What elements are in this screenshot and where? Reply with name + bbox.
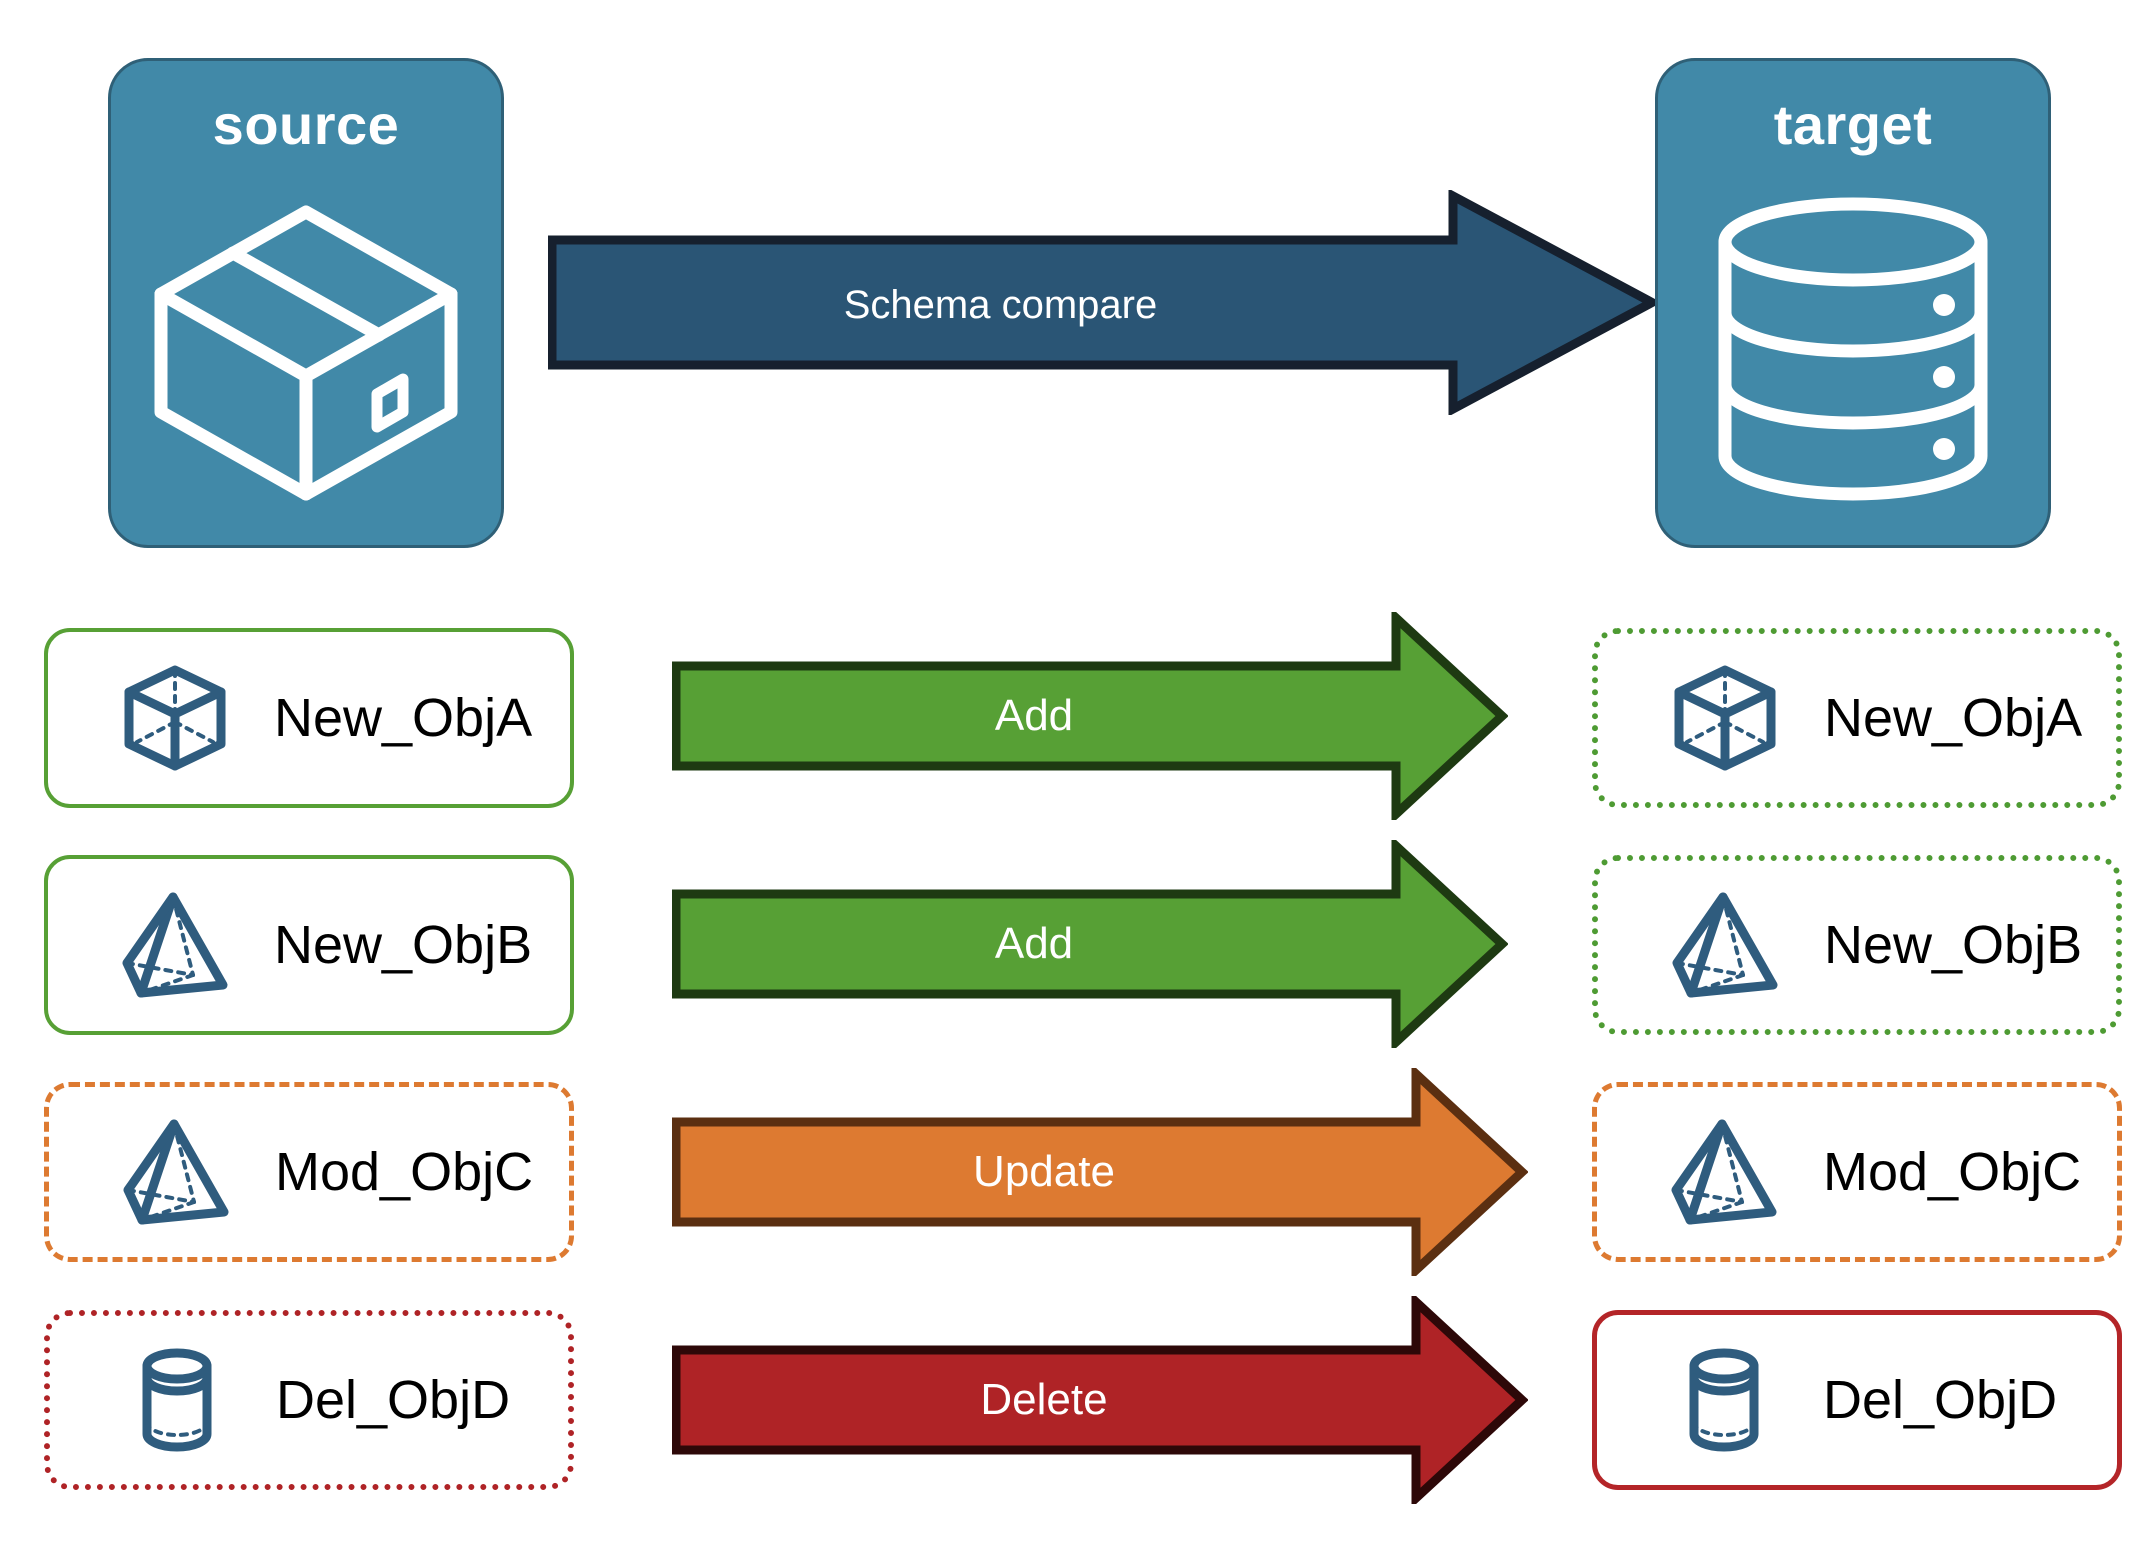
target-object-card[interactable]: New_ObjB [1592, 855, 2122, 1035]
schema-compare-arrow[interactable]: Schema compare [547, 188, 1662, 417]
add-arrow[interactable]: Add [671, 607, 1509, 825]
pyramid-icon [117, 1113, 235, 1231]
source-object-label: New_ObjB [274, 915, 533, 975]
add-arrow[interactable]: Add [671, 835, 1509, 1053]
delete-arrow[interactable]: Delete [671, 1291, 1529, 1509]
source-object-card[interactable]: New_ObjB [44, 855, 574, 1035]
target-object-card[interactable]: Mod_ObjC [1592, 1082, 2122, 1262]
target-title: target [1773, 93, 1933, 156]
cylinder-icon [1665, 1341, 1783, 1459]
source-object-card[interactable]: Mod_ObjC [44, 1082, 574, 1262]
target-object-label: Del_ObjD [1823, 1370, 2058, 1430]
source-title: source [212, 93, 400, 156]
target-object-label: New_ObjB [1824, 915, 2083, 975]
add-arrow-label: Add [994, 919, 1074, 968]
target-endpoint-card[interactable]: target [1655, 58, 2051, 548]
cylinder-icon [118, 1341, 236, 1459]
source-object-card[interactable]: New_ObjA [44, 628, 574, 808]
database-cylinder-icon [1658, 153, 2048, 545]
pyramid-icon [1666, 886, 1784, 1004]
add-arrow-label: Add [994, 691, 1074, 740]
cube-icon [116, 659, 234, 777]
update-arrow-label: Update [973, 1147, 1115, 1196]
source-object-label: New_ObjA [274, 688, 533, 748]
target-object-card[interactable]: New_ObjA [1592, 628, 2122, 808]
update-arrow[interactable]: Update [671, 1063, 1529, 1281]
source-object-label: Mod_ObjC [275, 1142, 534, 1202]
target-object-label: New_ObjA [1824, 688, 2083, 748]
source-object-card[interactable]: Del_ObjD [44, 1310, 574, 1490]
pyramid-icon [116, 886, 234, 1004]
package-cube-icon [111, 153, 501, 545]
target-object-card[interactable]: Del_ObjD [1592, 1310, 2122, 1490]
schema-compare-arrow-label: Schema compare [843, 283, 1158, 327]
delete-arrow-label: Delete [980, 1375, 1108, 1424]
target-object-label: Mod_ObjC [1823, 1142, 2082, 1202]
source-object-label: Del_ObjD [276, 1370, 511, 1430]
source-endpoint-card[interactable]: source [108, 58, 504, 548]
cube-icon [1666, 659, 1784, 777]
pyramid-icon [1665, 1113, 1783, 1231]
